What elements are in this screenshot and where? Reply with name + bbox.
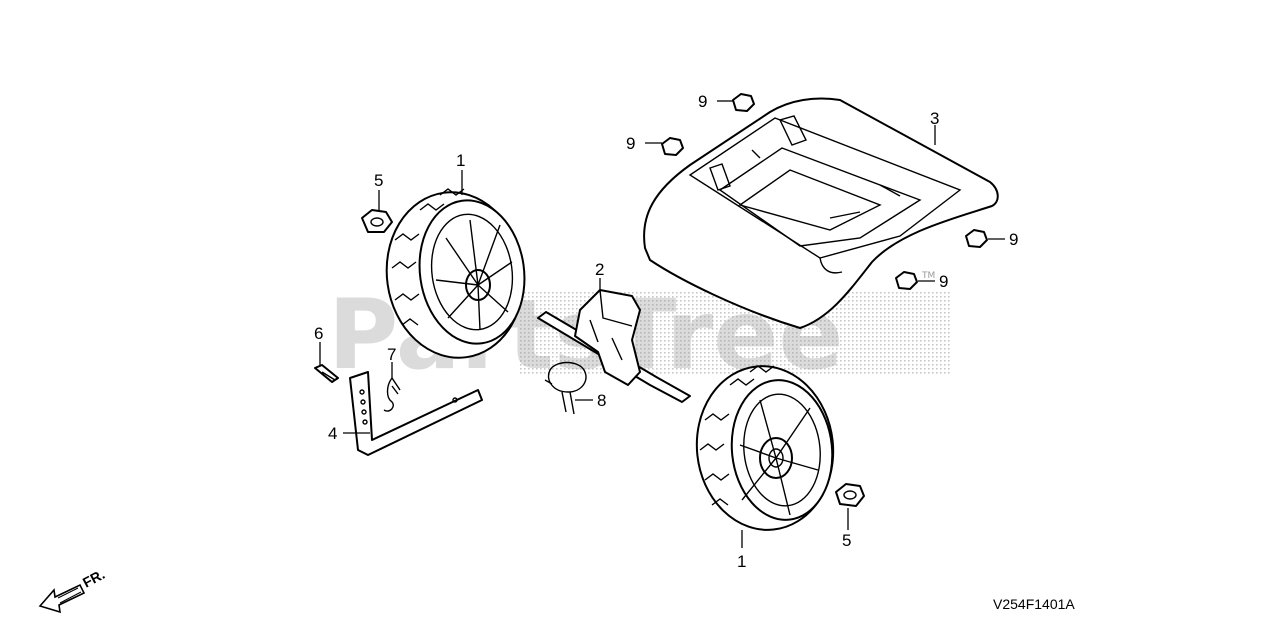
- front-arrow-icon: [38, 583, 86, 614]
- callout-1-top: 1: [456, 151, 465, 170]
- front-wheel-left: [385, 188, 526, 359]
- callout-6: 6: [314, 324, 323, 343]
- callout-3: 3: [930, 109, 939, 128]
- callout-9-c: 9: [1009, 230, 1018, 249]
- wheel-axle-bracket: [537, 289, 691, 403]
- callout-8: 8: [597, 391, 606, 410]
- front-direction-label: FR.: [80, 566, 107, 591]
- callout-5-top: 5: [374, 171, 383, 190]
- front-direction-indicator: FR.: [38, 566, 107, 614]
- callout-4: 4: [328, 424, 337, 443]
- callout-9-b: 9: [626, 134, 635, 153]
- height-adjust-plate: [349, 371, 483, 456]
- watermark-trademark: TM: [921, 271, 935, 281]
- callout-5-bottom: 5: [842, 531, 851, 550]
- wheel-nut-top: [361, 209, 393, 233]
- callout-9-a: 9: [698, 92, 707, 111]
- drawing-code: V254F1401A: [993, 596, 1075, 612]
- callout-9-d: 9: [939, 272, 948, 291]
- callout-1-bottom: 1: [737, 552, 746, 571]
- callouts: 1 5 2 3 6 7 8 4 1 5 9 9 9 9: [314, 92, 1018, 571]
- flange-nut-4: [895, 271, 918, 290]
- front-cover: [643, 97, 999, 329]
- clamp-spring: [544, 361, 587, 415]
- flange-nut-2: [661, 137, 684, 156]
- flange-nut-3: [965, 229, 988, 248]
- front-wheel-right: [695, 365, 835, 531]
- callout-7: 7: [387, 345, 396, 364]
- hair-pin-clip: [383, 377, 401, 412]
- leader-lines: [319, 100, 1005, 548]
- flange-nut-1: [732, 93, 755, 112]
- wheel-nut-bottom: [835, 483, 865, 507]
- callout-2: 2: [595, 260, 604, 279]
